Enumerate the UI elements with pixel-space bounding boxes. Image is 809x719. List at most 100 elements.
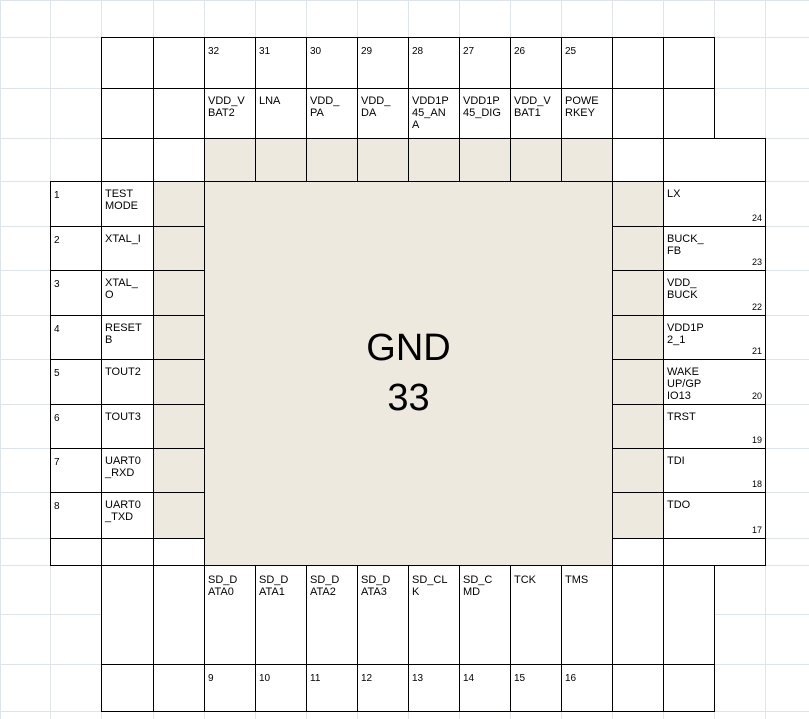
table-cell-empty [663,538,715,566]
top-pin-number: 29 [357,37,409,89]
left-pin-number: 5 [50,359,102,405]
bottom-pin-number: 13 [408,664,460,712]
bottom-pin-number: 11 [306,664,358,712]
ground-pad-number: 33 [387,377,430,419]
left-pin-pad [153,270,205,316]
table-cell-empty [612,138,664,182]
bottom-pin-name: SD_D ATA2 [306,565,358,665]
left-pin-number: 7 [50,448,102,493]
bottom-pin-number: 14 [459,664,511,712]
table-cell-empty [714,538,766,566]
left-pin-number: 3 [50,270,102,316]
table-cell-empty [663,664,715,712]
table-cell-empty [50,538,102,566]
top-pin-number: 32 [204,37,256,89]
table-cell-empty [101,538,154,566]
top-pin-name: VDD_V BAT2 [204,88,256,139]
right-pin-name: VDD1P 2_1 [663,315,715,360]
left-pin-name: UART0 _TXD [101,492,154,539]
left-pin-name: UART0 _RXD [101,448,154,493]
bottom-pin-name: SD_D ATA0 [204,565,256,665]
table-cell-empty [101,88,154,139]
left-pin-number: 8 [50,492,102,539]
top-pin-number: 28 [408,37,460,89]
left-pin-pad [153,315,205,360]
table-cell-empty [612,88,664,139]
left-pin-name: TOUT3 [101,404,154,449]
right-pin-pad [612,448,664,493]
table-cell-empty [153,88,205,139]
bottom-pin-name: SD_C MD [459,565,511,665]
right-pin-pad [612,492,664,539]
table-cell-empty [663,138,715,182]
left-pin-name: TOUT2 [101,359,154,405]
right-pin-number: 23 [714,226,766,271]
table-cell-empty [612,664,664,712]
top-pin-pad [459,138,511,182]
right-pin-number: 22 [714,270,766,316]
left-pin-pad [153,226,205,271]
top-pin-name: VDD_ PA [306,88,358,139]
bottom-pin-number: 10 [255,664,307,712]
top-pin-name: VDD1P 45_DIG [459,88,511,139]
table-cell-empty [153,565,205,665]
right-pin-pad [612,226,664,271]
right-pin-number: 18 [714,448,766,493]
table-cell-empty [153,138,205,182]
right-pin-name: BUCK_ FB [663,226,715,271]
bottom-pin-number: 16 [561,664,613,712]
left-pin-name: XTAL_ O [101,270,154,316]
left-pin-number: 2 [50,226,102,271]
left-pin-name: RESET B [101,315,154,360]
right-pin-name: WAKE UP/GP IO13 [663,359,715,405]
right-pin-number: 17 [714,492,766,539]
table-cell-empty [101,565,154,665]
top-pin-pad [204,138,256,182]
right-pin-name: TRST [663,404,715,449]
table-cell-empty [612,538,664,566]
bottom-pin-name: SD_D ATA3 [357,565,409,665]
table-cell-empty [714,138,766,182]
right-pin-number-text: 23 [751,257,762,267]
left-pin-pad [153,404,205,449]
right-pin-pad [612,359,664,405]
top-pin-number: 27 [459,37,511,89]
left-pin-number: 4 [50,315,102,360]
top-pin-name: VDD_V BAT1 [510,88,562,139]
right-pin-number: 21 [714,315,766,360]
right-pin-name: TDO [663,492,715,539]
top-pin-pad [357,138,409,182]
top-pin-pad [408,138,460,182]
right-pin-number-text: 21 [751,346,762,356]
left-pin-pad [153,181,205,227]
top-pin-name: VDD_ DA [357,88,409,139]
right-pin-pad [612,404,664,449]
top-pin-number: 25 [561,37,613,89]
right-pin-pad [612,270,664,316]
top-pin-name: POWE RKEY [561,88,613,139]
top-pin-pad [255,138,307,182]
table-cell-empty [153,664,205,712]
table-cell-empty [153,538,205,566]
top-pin-number: 30 [306,37,358,89]
table-cell-empty [663,88,715,139]
bottom-pin-number: 9 [204,664,256,712]
right-pin-name: TDI [663,448,715,493]
ground-pad-label: GND [366,327,451,369]
table-cell-empty [101,138,154,182]
right-pin-name: LX [663,181,715,227]
bottom-pin-number: 15 [510,664,562,712]
left-pin-number: 6 [50,404,102,449]
right-pin-pad [612,181,664,227]
bottom-pin-name: TCK [510,565,562,665]
bottom-pin-name: SD_CL K [408,565,460,665]
left-pin-name: XTAL_I [101,226,154,271]
table-cell-empty [663,37,715,89]
table-cell-empty [612,565,664,665]
bottom-pin-name: TMS [561,565,613,665]
right-pin-number: 19 [714,404,766,449]
top-pin-number: 31 [255,37,307,89]
right-pin-number: 20 [714,359,766,405]
table-cell-empty [663,565,715,665]
right-pin-name: VDD_ BUCK [663,270,715,316]
